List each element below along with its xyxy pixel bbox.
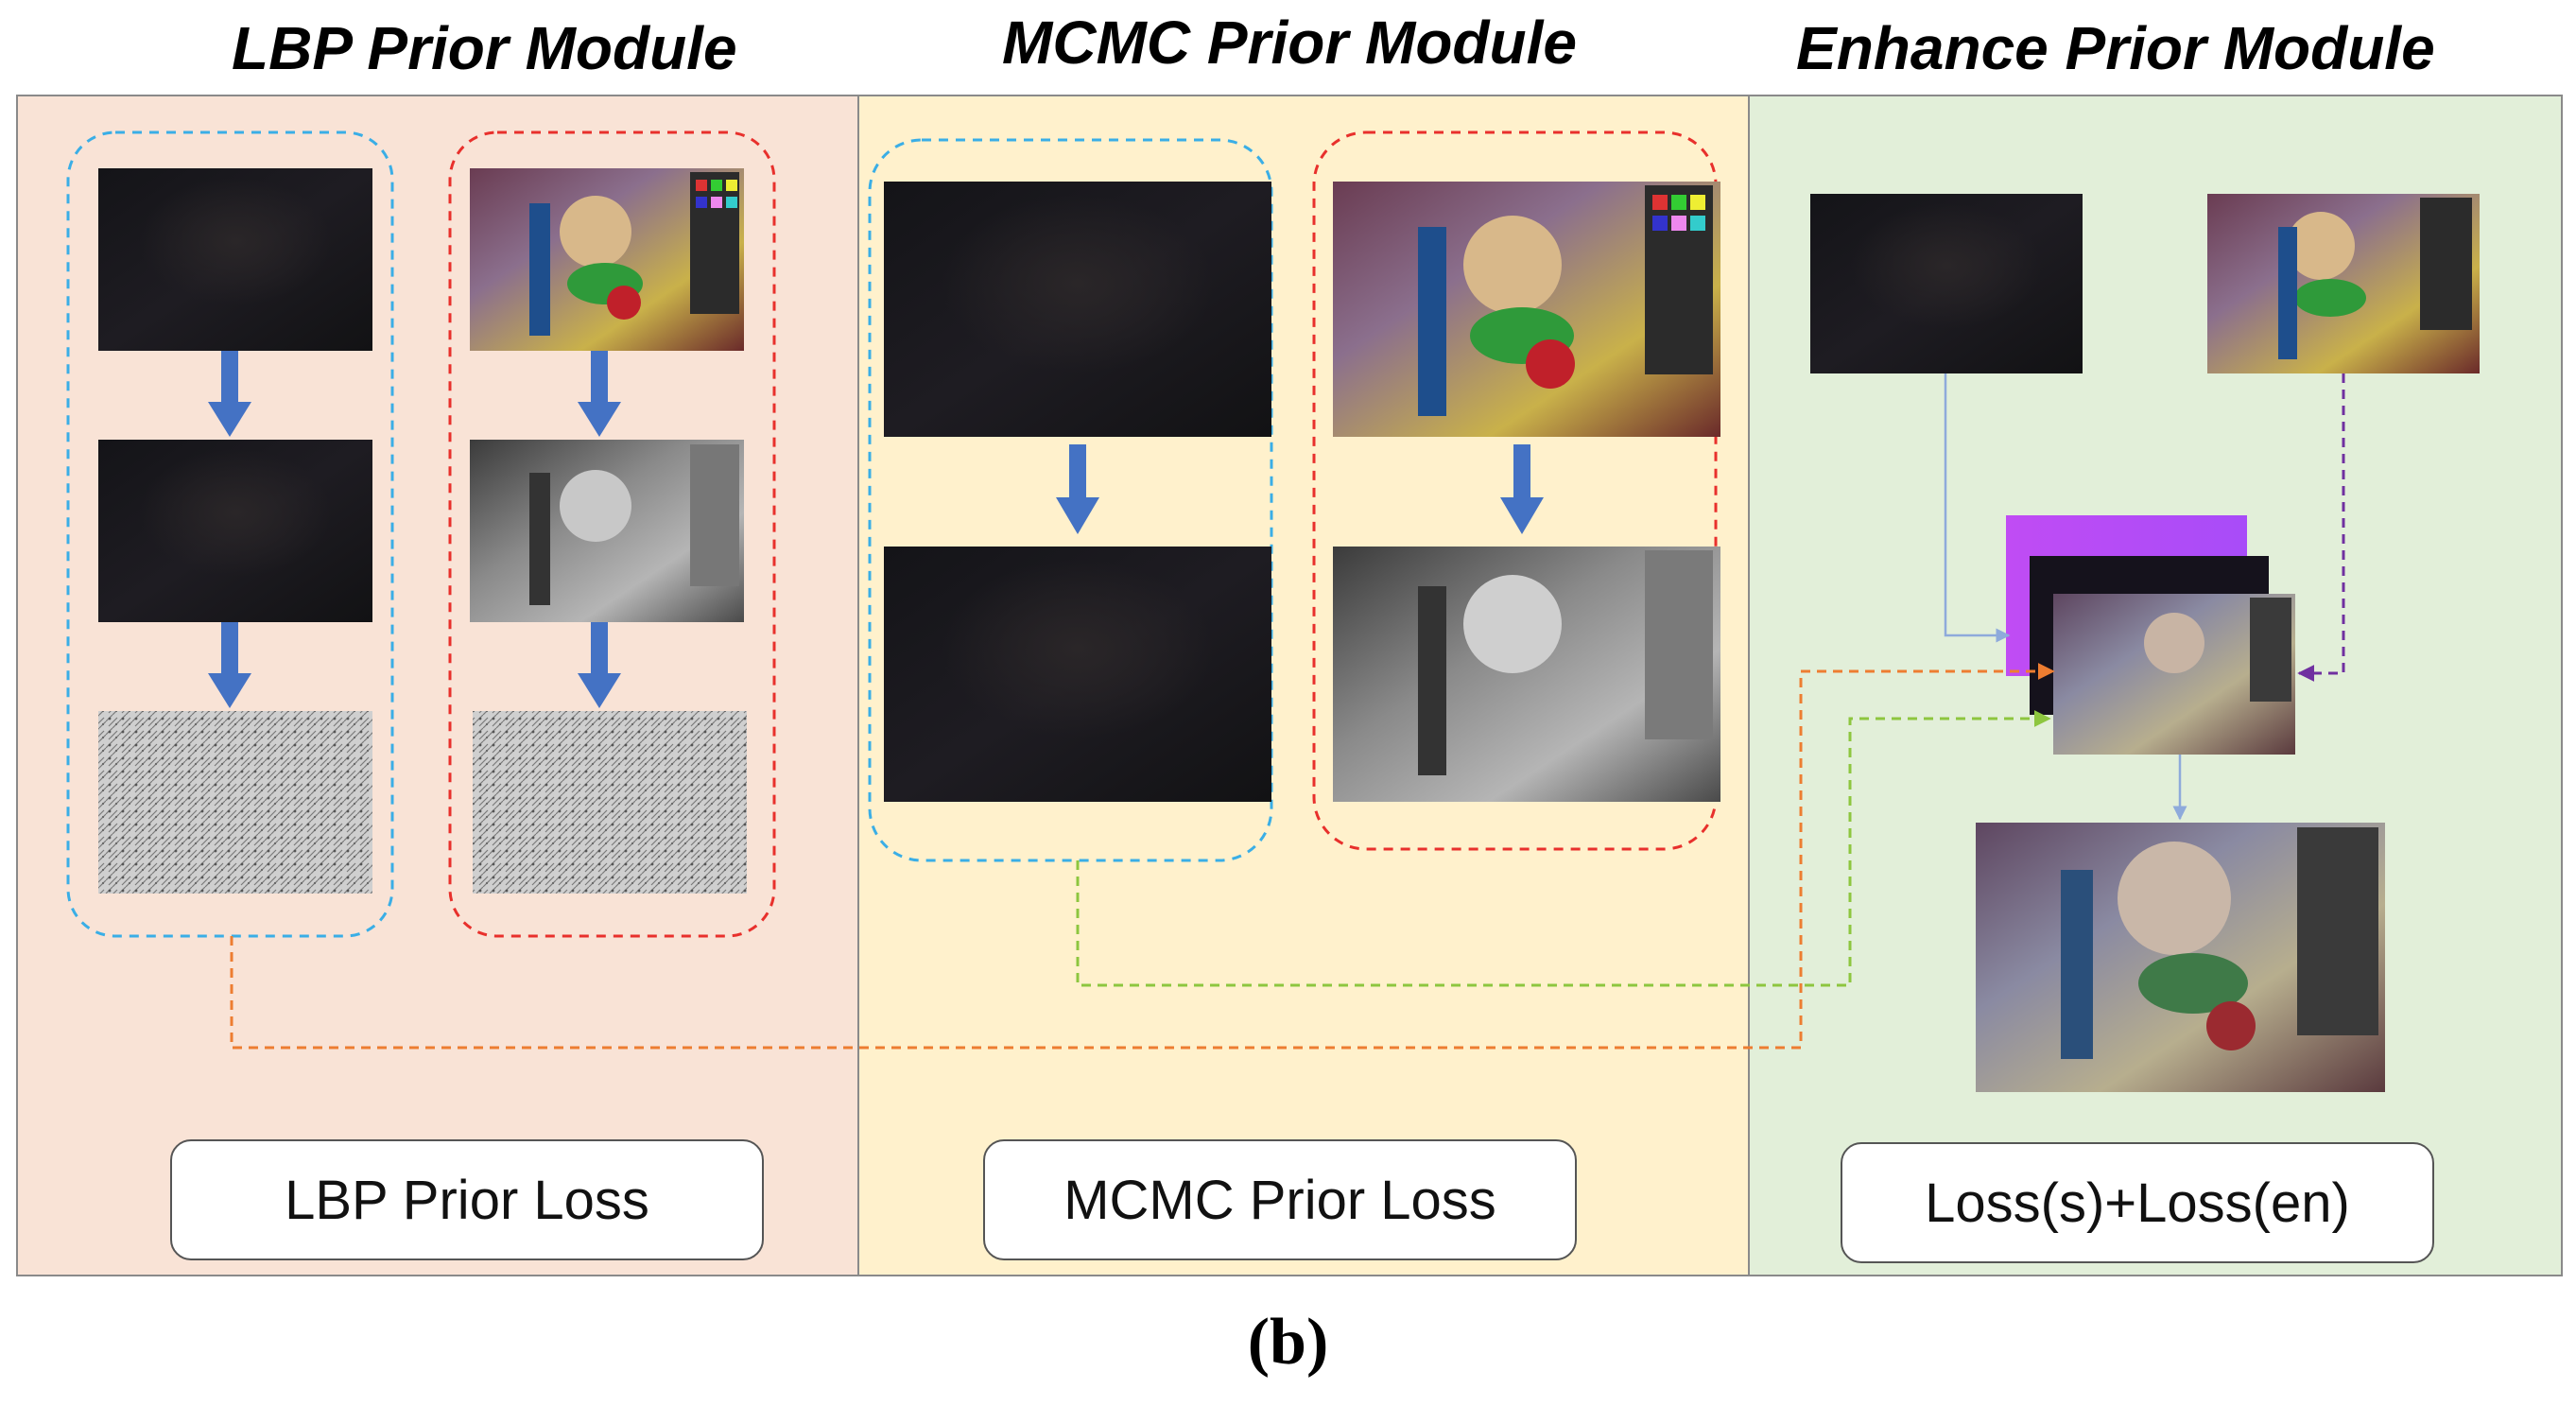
lbp-low-light-gray-image [98, 440, 372, 622]
mcmc-normal-light-image [1333, 182, 1720, 437]
lbp-normal-light-gray-image [470, 440, 744, 622]
lbp-normal-light-texture-image [473, 711, 747, 894]
lbp-flow-arrow [578, 622, 621, 708]
figure-caption: (b) [1247, 1306, 1329, 1379]
lbp-normal-light-image [470, 168, 744, 351]
enhance-module-title: Enhance Prior Module [1796, 14, 2435, 82]
feature-map-enhanced-preview [2053, 594, 2295, 755]
enhanced-output-image [1976, 823, 2385, 1092]
lbp-flow-arrow [208, 622, 251, 708]
total-loss-box: Loss(s)+Loss(en) [1841, 1142, 2434, 1263]
mcmc-low-light-gray-image [884, 547, 1271, 802]
lbp-flow-arrow [578, 351, 621, 437]
mcmc-module-title: MCMC Prior Module [1002, 9, 1577, 77]
mcmc-low-light-image [884, 182, 1271, 437]
lbp-connector-line [230, 663, 2055, 1050]
lbp-low-light-texture-image [98, 711, 372, 894]
lbp-prior-loss-box: LBP Prior Loss [170, 1139, 764, 1260]
enhance-low-light-input-image [1810, 194, 2083, 373]
mcmc-normal-light-group [1312, 130, 1718, 851]
mcmc-flow-arrow [1056, 444, 1099, 534]
lbp-flow-arrow [208, 351, 251, 437]
reference-connector-line [2297, 373, 2345, 682]
mcmc-low-light-group [868, 138, 1273, 862]
mcmc-connector-line [1076, 710, 2051, 987]
lbp-low-light-image [98, 168, 372, 351]
enhance-normal-light-reference-image [2207, 194, 2480, 373]
mcmc-normal-light-gray-image [1333, 547, 1720, 802]
mcmc-flow-arrow [1500, 444, 1544, 534]
input-connector-line [1944, 373, 2011, 643]
mcmc-prior-loss-box: MCMC Prior Loss [983, 1139, 1577, 1260]
lbp-module-title: LBP Prior Module [232, 14, 737, 82]
